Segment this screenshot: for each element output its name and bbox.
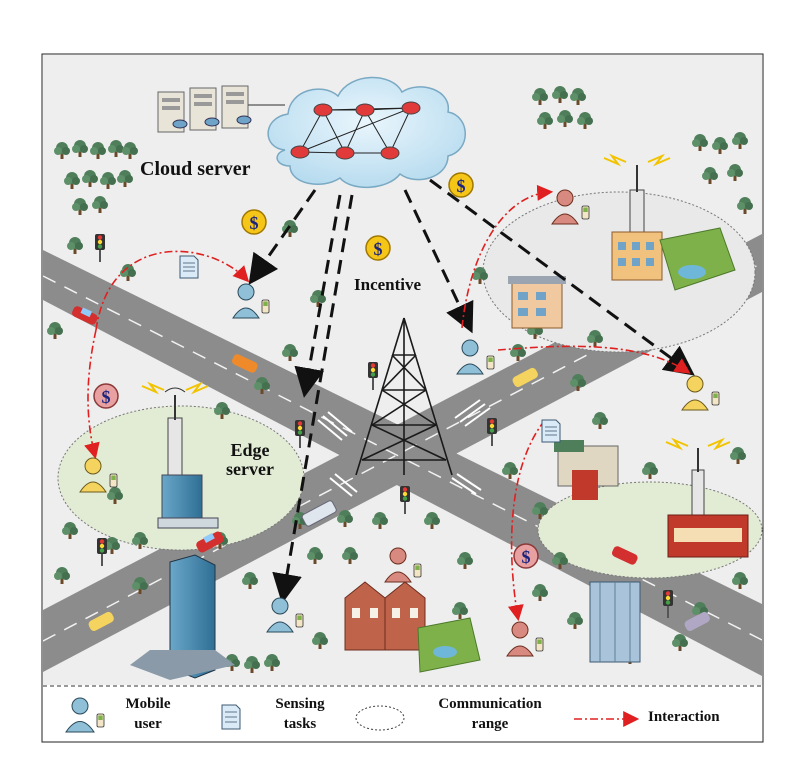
car-yellow-2 [88,611,114,631]
buildings [130,276,641,680]
incentive-arrow-5 [429,178,695,376]
cloud-server-label: Cloud server [140,158,251,180]
interaction-arrow-2 [84,329,100,460]
router-nodes [290,101,421,160]
cloud-network [267,76,466,189]
coin-2: $ [365,235,391,261]
mobile-user-red-2 [384,547,422,583]
mobile-user-yellow-2 [681,375,720,411]
incentive-arrows [248,178,695,604]
sensing-task-doc-2 [541,419,561,443]
office-tower [589,581,641,663]
skyscraper [130,554,235,680]
edge-antenna-west [141,381,219,529]
coin-1: $ [241,209,267,235]
incentive-arrow-4 [403,189,474,334]
legend-mobile-user-line1: Mobile [125,696,171,712]
incentive-coins: $ $ $ $ $ [93,172,539,569]
edge-server-label: Edge server [226,441,274,479]
incentive-arrow-3 [272,194,354,604]
coin-3: $ [448,172,474,198]
car-orange [231,354,258,373]
legend-mobile-user-icon [65,697,105,733]
interaction-arrow-4 [497,345,691,374]
legend-interaction-label: Interaction [648,709,720,725]
svg-text:$: $ [457,176,466,196]
incentive-label: Incentive [354,275,422,294]
crosswalks [317,399,491,497]
cloud-server-racks [157,85,285,133]
coin-5: $ [513,543,539,569]
sensing-task-docs [179,255,561,443]
vehicles [71,306,710,631]
incentive-arrow-2 [294,194,342,398]
mobile-user-red-3 [506,621,544,657]
interaction-arrows [84,184,691,622]
apartment-building [508,276,566,329]
mobile-users [79,189,720,657]
legend-sensing-tasks-line1: Sensing [275,696,325,712]
legend-sensing-tasks-label: Sensing tasks [260,696,340,733]
edge-antenna-northeast [603,153,736,291]
sensing-task-doc-1 [179,255,199,279]
incentive-tower [355,317,453,476]
bus [301,500,337,527]
legend-comm-range-line2: range [471,715,509,732]
legend-sensing-tasks-line2: tasks [283,715,317,732]
legend-comm-range-label: Communication range [410,696,570,733]
interaction-arrow-1 [95,250,250,331]
car-red-1 [71,306,98,325]
edge-server-label-line2: server [226,458,274,479]
car-red-2 [196,531,224,553]
townhouses [344,581,481,673]
car-yellow-1 [512,367,538,387]
car-red-3 [611,546,638,565]
mobile-user-blue-2 [456,339,495,375]
gas-station [554,440,619,500]
legend-comm-range-icon [355,705,405,731]
mobile-user-blue-3 [266,597,304,633]
svg-text:$: $ [374,239,383,259]
svg-text:$: $ [250,213,259,233]
interaction-arrow-3 [461,184,554,329]
svg-text:$: $ [522,547,531,567]
legend-comm-range-line1: Communication [438,696,542,712]
mobile-user-blue-1 [232,283,270,319]
edge-server-label-line1: Edge [230,440,270,460]
legend-mobile-user-label: Mobile user [118,696,178,733]
mobile-user-yellow-1 [79,457,118,493]
legend-mobile-user-line2: user [134,715,162,732]
coin-4: $ [93,383,119,409]
car-grey [684,611,710,631]
incentive-arrow-1 [248,189,317,285]
svg-text:$: $ [102,387,111,407]
legend-sensing-task-icon [221,704,241,730]
mobile-user-red-1 [551,189,590,225]
interaction-arrow-5 [507,419,546,622]
edge-antenna-east [665,437,749,558]
